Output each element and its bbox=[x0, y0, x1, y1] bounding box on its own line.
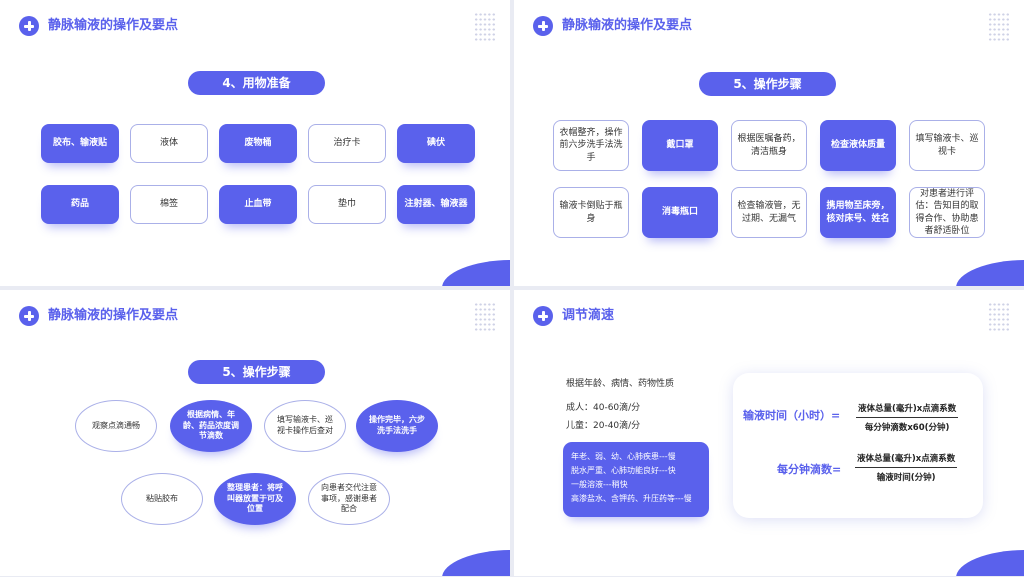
slide-steps-2: 静脉输液的操作及要点 5、操作步骤 观察点滴通畅 根据病情、年龄、药品浓度调节滴… bbox=[0, 290, 510, 576]
formula-numerator: 液体总量(毫升)x点滴系数 bbox=[855, 452, 958, 468]
rate-note: 一般溶液---稍快 bbox=[571, 480, 628, 489]
step-oval: 粘贴胶布 bbox=[121, 473, 203, 525]
section-pill: 5、操作步骤 bbox=[188, 360, 325, 384]
supply-item: 碘伏 bbox=[397, 124, 475, 163]
step-item: 戴口罩 bbox=[642, 120, 718, 171]
step-item: 衣帽整齐，操作前六步洗手法洗手 bbox=[553, 120, 629, 171]
child-rate-text: 儿童：20-40滴/分 bbox=[566, 421, 641, 431]
slide-drip-rate: 调节滴速 根据年龄、病情、药物性质 成人：40-60滴/分 儿童：20-40滴/… bbox=[514, 290, 1024, 576]
dot-grid-decoration bbox=[474, 302, 496, 332]
step-item: 输液卡倒贴于瓶身 bbox=[553, 187, 629, 238]
formula-denominator: 每分钟滴数x60(分钟) bbox=[864, 423, 950, 433]
dot-grid-decoration bbox=[474, 12, 496, 42]
step-oval: 观察点滴通畅 bbox=[75, 400, 157, 452]
plus-icon bbox=[19, 306, 39, 326]
supply-item: 止血带 bbox=[219, 185, 297, 224]
step-oval: 整理患者：将呼叫器放置于可及位置 bbox=[214, 473, 296, 525]
dot-grid-decoration bbox=[988, 12, 1010, 42]
rate-note: 高渗盐水、含钾药、升压药等---慢 bbox=[571, 494, 692, 503]
rate-note: 脱水严重、心肺功能良好---快 bbox=[571, 466, 676, 475]
dot-grid-decoration bbox=[988, 302, 1010, 332]
formula-card: 输液时间（小时）= 液体总量(毫升)x点滴系数 每分钟滴数x60(分钟) 每分钟… bbox=[733, 373, 983, 518]
slide-steps-1: 静脉输液的操作及要点 5、操作步骤 衣帽整齐，操作前六步洗手法洗手 戴口罩 根据… bbox=[514, 0, 1024, 286]
formula-fraction: 液体总量(毫升)x点滴系数 输液时间(分钟) bbox=[855, 452, 958, 483]
rate-note: 年老、弱、幼、心肺疾患---慢 bbox=[571, 452, 676, 461]
rate-notes-box: 年老、弱、幼、心肺疾患---慢 脱水严重、心肺功能良好---快 一般溶液---稍… bbox=[563, 442, 709, 517]
step-oval: 填写输液卡、巡视卡操作后查对 bbox=[264, 400, 346, 452]
slide-title: 静脉输液的操作及要点 bbox=[48, 18, 179, 33]
step-oval: 根据病情、年龄、药品浓度调节滴数 bbox=[170, 400, 252, 452]
section-pill: 4、用物准备 bbox=[188, 71, 325, 95]
slide-supplies: 静脉输液的操作及要点 4、用物准备 胶布、输液贴 液体 废物桶 治疗卡 碘伏 药… bbox=[0, 0, 510, 286]
step-oval: 向患者交代注意事项，感谢患者配合 bbox=[308, 473, 390, 525]
slide-title: 调节滴速 bbox=[562, 308, 615, 323]
supply-item: 液体 bbox=[130, 124, 208, 163]
supply-item: 胶布、输液贴 bbox=[41, 124, 119, 163]
step-item: 根据医嘱备药，清洁瓶身 bbox=[731, 120, 807, 171]
plus-icon bbox=[19, 16, 39, 36]
supply-item: 治疗卡 bbox=[308, 124, 386, 163]
formula-label: 每分钟滴数= bbox=[777, 463, 842, 476]
step-oval: 操作完毕，六步洗手法洗手 bbox=[356, 400, 438, 452]
plus-icon bbox=[533, 16, 553, 36]
plus-icon bbox=[533, 306, 553, 326]
slide-title: 静脉输液的操作及要点 bbox=[48, 308, 179, 323]
corner-decoration bbox=[956, 550, 1024, 576]
step-item: 检查输液管，无过期、无漏气 bbox=[731, 187, 807, 238]
supply-item: 注射器、输液器 bbox=[397, 185, 475, 224]
step-item: 携用物至床旁，核对床号、姓名 bbox=[820, 187, 896, 238]
factors-text: 根据年龄、病情、药物性质 bbox=[566, 379, 675, 389]
supply-item: 垫巾 bbox=[308, 185, 386, 224]
supply-item: 棉签 bbox=[130, 185, 208, 224]
step-item: 检查液体质量 bbox=[820, 120, 896, 171]
corner-decoration bbox=[442, 550, 510, 576]
step-item: 填写输液卡、巡视卡 bbox=[909, 120, 985, 171]
corner-decoration bbox=[442, 260, 510, 286]
formula-denominator: 输液时间(分钟) bbox=[876, 473, 936, 483]
supply-item: 药品 bbox=[41, 185, 119, 224]
corner-decoration bbox=[956, 260, 1024, 286]
adult-rate-text: 成人：40-60滴/分 bbox=[566, 403, 641, 413]
formula-fraction: 液体总量(毫升)x点滴系数 每分钟滴数x60(分钟) bbox=[856, 402, 959, 433]
slide-title: 静脉输液的操作及要点 bbox=[562, 18, 693, 33]
step-item: 消毒瓶口 bbox=[642, 187, 718, 238]
formula-numerator: 液体总量(毫升)x点滴系数 bbox=[856, 402, 959, 418]
section-pill: 5、操作步骤 bbox=[699, 72, 836, 96]
step-item: 对患者进行评估：告知目的取得合作、协助患者舒适卧位 bbox=[909, 187, 985, 238]
formula-label: 输液时间（小时）= bbox=[743, 409, 841, 422]
supply-item: 废物桶 bbox=[219, 124, 297, 163]
